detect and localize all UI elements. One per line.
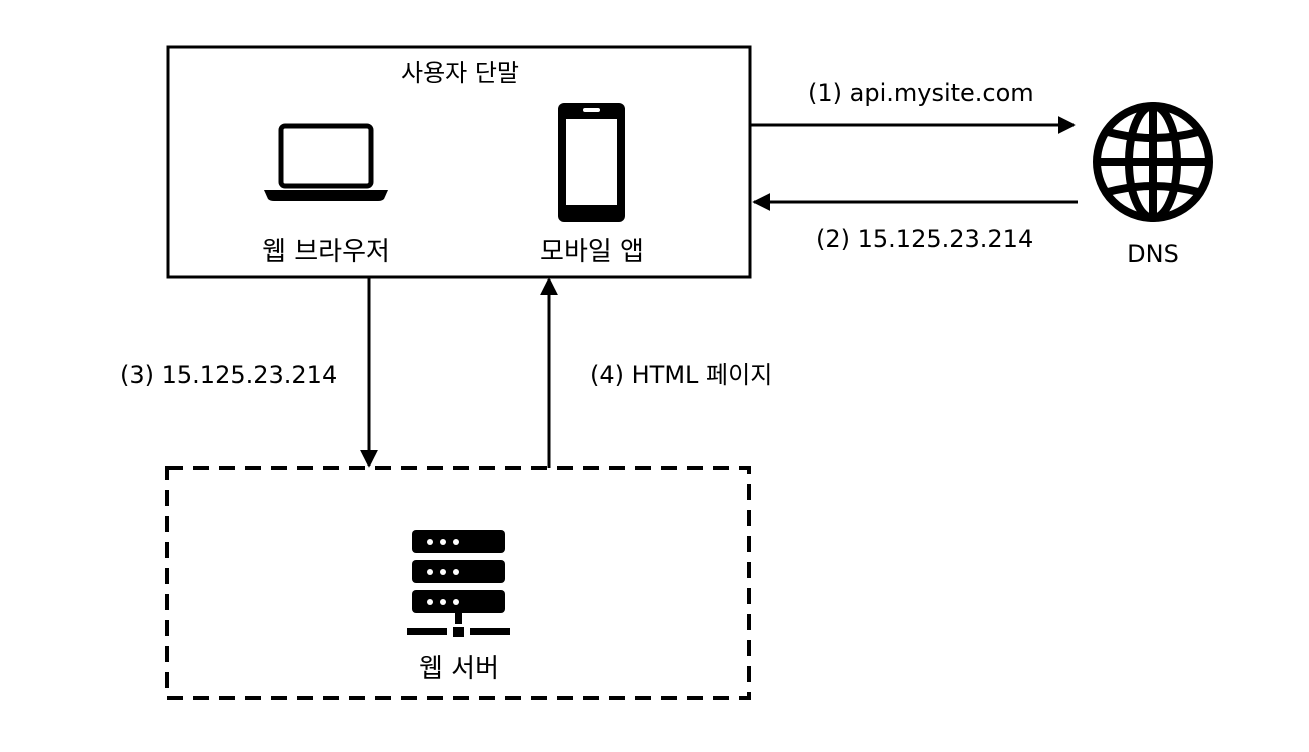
step1-label: (1) api.mysite.com [808,79,1034,107]
user-device-box [166,45,752,279]
mobile-app-label: 모바일 앱 [540,237,644,267]
step2-label: (2) 15.125.23.214 [816,225,1034,253]
step3-label: (3) 15.125.23.214 [120,361,338,389]
dns-label: DNS [1127,240,1179,268]
smartphone-icon [558,103,625,222]
web-browser-label: 웹 브라우저 [262,237,390,267]
laptop-icon [264,123,388,201]
web-server-box [165,466,751,700]
step4-label: (4) HTML 페이지 [590,361,773,389]
user-device-title: 사용자 단말 [400,59,520,87]
web-server-label: 웹 서버 [418,654,500,684]
globe-icon [1093,102,1213,222]
server-rack-icon [407,530,510,637]
